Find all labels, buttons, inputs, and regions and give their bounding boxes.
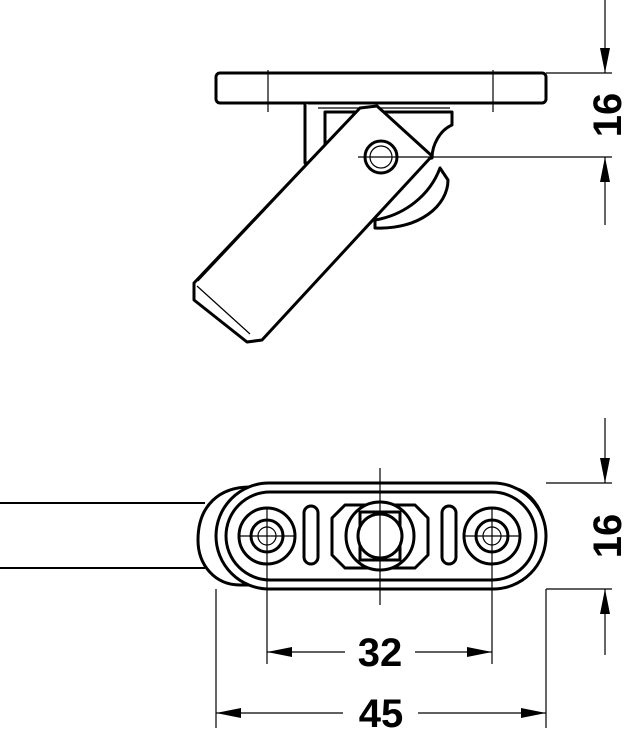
dimension-label-bottom-16: 16 <box>586 514 624 559</box>
dimension-bottom-height: 16 <box>546 418 624 655</box>
mounting-plate <box>214 71 548 105</box>
side-view <box>192 70 612 344</box>
dimension-label-45: 45 <box>359 692 404 730</box>
right-slot <box>440 504 458 566</box>
pivot-cam <box>373 166 450 230</box>
dimension-top-height: 16 <box>546 0 624 225</box>
dimension-label-top-16: 16 <box>586 93 624 138</box>
left-slot <box>302 504 320 566</box>
dimension-hole-spacing: 32 <box>267 631 492 675</box>
plan-view <box>0 468 548 664</box>
dimension-overall-width: 45 <box>215 589 547 730</box>
dimension-label-32: 32 <box>358 631 403 675</box>
